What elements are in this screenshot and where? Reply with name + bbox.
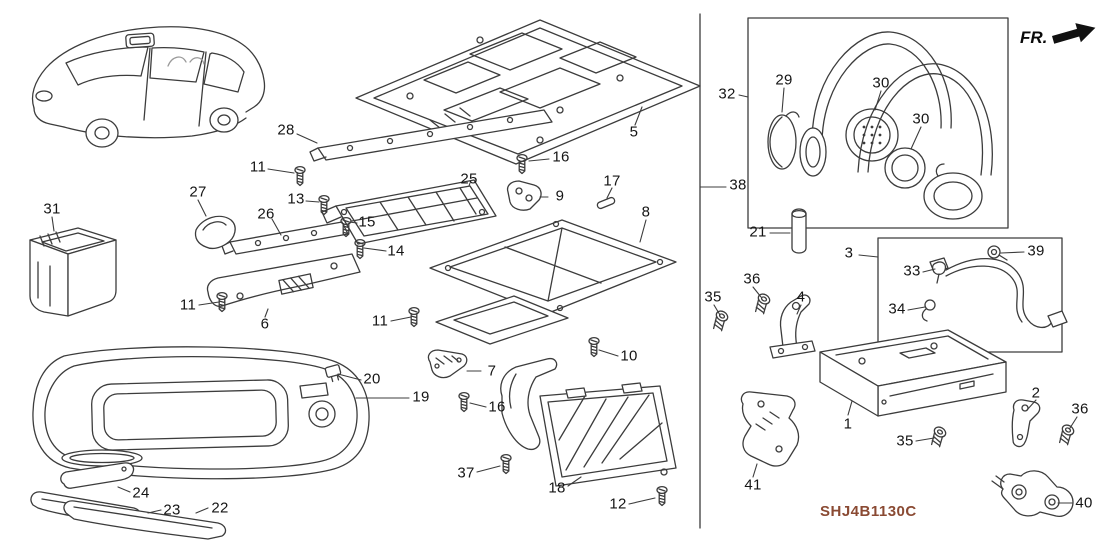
part-19-console-housing — [32, 346, 370, 480]
harness-group-box — [877, 237, 1063, 353]
part-29-ear-pad — [767, 111, 800, 170]
screw-37-icon — [500, 453, 512, 475]
part-22-trim-strip — [63, 500, 227, 540]
part-7-bracket — [427, 349, 468, 379]
part-8-roof-frame — [429, 219, 677, 315]
part-26-bracket-strip — [221, 221, 349, 255]
part-40-bracket — [991, 470, 1074, 517]
headphones — [799, 31, 993, 220]
part-4-bracket — [769, 294, 816, 359]
part-9-bracket — [506, 180, 542, 211]
front-direction-label: FR. — [1020, 28, 1048, 47]
part-31-storage-box — [29, 227, 117, 317]
part-17-pin — [596, 196, 616, 210]
part-1-dvd-unit — [819, 329, 1007, 417]
part-21-damper — [791, 208, 807, 254]
part-18-mount-arm — [500, 357, 558, 451]
part-20-clip — [324, 364, 342, 383]
bolt-35-left-icon — [708, 308, 731, 334]
bolt-35-right-icon — [926, 424, 949, 450]
bolt-36-right-icon — [1054, 422, 1077, 448]
front-direction-arrow-icon — [1052, 23, 1096, 44]
screw-10-icon — [588, 336, 600, 358]
headphones-group-box — [747, 17, 1009, 229]
screw-11-top-icon — [294, 165, 306, 187]
vehicle-illustration — [31, 26, 266, 148]
part-18-display-screen — [539, 382, 677, 487]
roof-console-marker — [125, 32, 155, 49]
part-33-34-39-harness-group — [921, 245, 1068, 329]
diagram-code: SHJ4B1130C — [820, 503, 917, 520]
part-41-bracket — [740, 391, 800, 467]
part-27-curved-bracket — [194, 215, 236, 250]
part-center-subframe — [435, 295, 569, 345]
part-6-bracket — [206, 253, 361, 307]
part-25-panel-frame — [321, 179, 497, 245]
part-24-trim-strip — [60, 462, 135, 489]
bolt-36-left-icon — [750, 291, 773, 317]
part-28-bracket-strip — [309, 109, 553, 162]
leader-lines — [51, 87, 1078, 514]
screw-12-icon — [656, 485, 668, 507]
part-2-bracket — [1011, 399, 1041, 448]
screw-16-lower-icon — [458, 391, 470, 413]
